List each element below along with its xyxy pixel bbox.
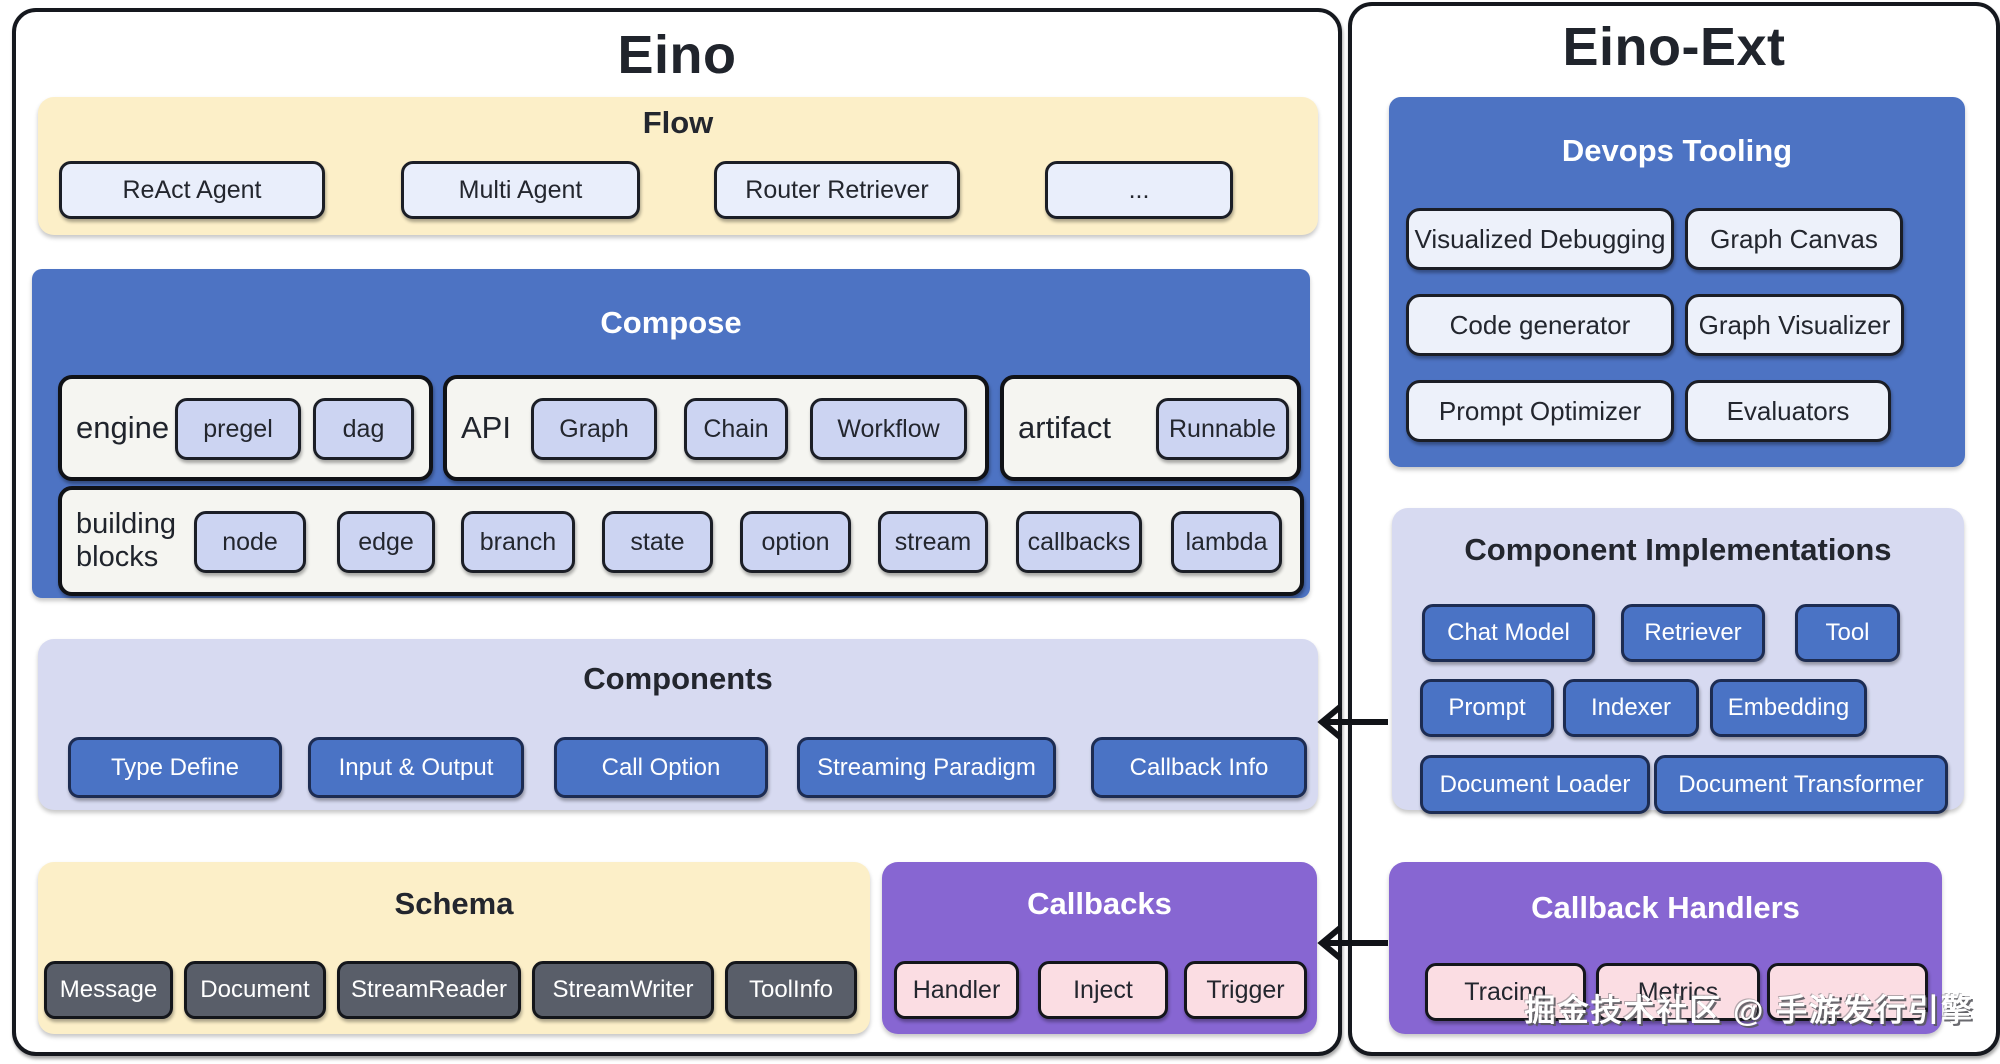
component-implementations-section: Component Implementations Chat Model Ret… xyxy=(1392,508,1964,814)
api-label: API xyxy=(461,410,511,446)
callbacks-chip-inject: Inject xyxy=(1038,961,1168,1019)
schema-chip-streamwriter: StreamWriter xyxy=(532,961,714,1019)
schema-chip-toolinfo: ToolInfo xyxy=(725,961,857,1019)
components-chip-streaming-paradigm: Streaming Paradigm xyxy=(797,737,1056,798)
artifact-box: artifact Runnable xyxy=(1000,375,1301,481)
arrow-left-callbacks-icon xyxy=(1317,925,1388,961)
artifact-chip-runnable: Runnable xyxy=(1156,398,1289,460)
callbacks-chip-trigger: Trigger xyxy=(1184,961,1307,1019)
ch-chip-metrics: Metrics xyxy=(1596,963,1760,1021)
ci-chip-retriever: Retriever xyxy=(1621,604,1765,662)
artifact-label: artifact xyxy=(1018,410,1112,446)
api-box: API Graph Chain Workflow xyxy=(443,375,989,481)
devops-chip-graph-visualizer: Graph Visualizer xyxy=(1685,294,1904,356)
api-chip-graph: Graph xyxy=(531,398,657,460)
schema-chip-message: Message xyxy=(44,961,173,1019)
ch-chip-tracing: Tracing xyxy=(1425,963,1586,1021)
engine-label: engine xyxy=(76,410,170,446)
devops-chip-evaluators: Evaluators xyxy=(1685,380,1891,442)
watermark-text: 掘金技术社区 @ 手游发行引擎 xyxy=(1524,993,1974,1028)
schema-chip-document: Document xyxy=(184,961,326,1019)
devops-chip-graph-canvas: Graph Canvas xyxy=(1685,208,1903,270)
components-chip-call-option: Call Option xyxy=(554,737,768,798)
flow-title: Flow xyxy=(642,105,714,140)
eino-ext-panel-title: Eino-Ext xyxy=(1562,17,1786,77)
ci-chip-prompt: Prompt xyxy=(1420,679,1554,737)
devops-chip-visualized-debugging: Visualized Debugging xyxy=(1406,208,1674,270)
ci-chip-document-loader: Document Loader xyxy=(1420,755,1650,814)
eino-panel: Eino Flow ReAct Agent Multi Agent Router… xyxy=(12,8,1342,1056)
bb-chip-callbacks: callbacks xyxy=(1016,511,1142,573)
ci-chip-tool: Tool xyxy=(1795,604,1900,662)
eino-panel-title: Eino xyxy=(617,25,737,85)
components-chip-input-output: Input & Output xyxy=(308,737,524,798)
flow-chip-react-agent: ReAct Agent xyxy=(59,161,325,219)
callbacks-chip-handler: Handler xyxy=(894,961,1019,1019)
building-blocks-label: building blocks xyxy=(76,507,176,573)
engine-chip-dag: dag xyxy=(313,398,414,460)
ci-chip-document-transformer: Document Transformer xyxy=(1654,755,1948,814)
flow-section: Flow ReAct Agent Multi Agent Router Retr… xyxy=(38,97,1318,235)
devops-tooling-section: Devops Tooling Visualized Debugging Grap… xyxy=(1389,97,1965,467)
schema-chip-streamreader: StreamReader xyxy=(337,961,521,1019)
component-implementations-title: Component Implementations xyxy=(1464,532,1892,567)
callbacks-section: Callbacks Handler Inject Trigger xyxy=(882,862,1317,1034)
bb-chip-state: state xyxy=(602,511,713,573)
bb-chip-node: node xyxy=(194,511,306,573)
bb-chip-branch: branch xyxy=(461,511,575,573)
flow-chip-ellipsis: ... xyxy=(1045,161,1233,219)
callbacks-title: Callbacks xyxy=(1027,886,1172,921)
api-chip-workflow: Workflow xyxy=(810,398,967,460)
building-blocks-box: building blocks node edge branch state o… xyxy=(58,486,1304,596)
devops-chip-code-generator: Code generator xyxy=(1406,294,1674,356)
ch-chip-ellipsis: ... xyxy=(1767,963,1928,1021)
api-chip-chain: Chain xyxy=(684,398,788,460)
compose-section: Compose engine pregel dag API Graph Chai… xyxy=(32,269,1310,598)
compose-title: Compose xyxy=(600,305,742,340)
bb-chip-edge: edge xyxy=(337,511,435,573)
components-chip-callback-info: Callback Info xyxy=(1091,737,1307,798)
bb-chip-stream: stream xyxy=(878,511,988,573)
schema-section: Schema Message Document StreamReader Str… xyxy=(38,862,870,1034)
engine-chip-pregel: pregel xyxy=(175,398,301,460)
engine-box: engine pregel dag xyxy=(58,375,433,481)
components-title: Components xyxy=(583,661,773,696)
bb-chip-lambda: lambda xyxy=(1171,511,1282,573)
devops-chip-prompt-optimizer: Prompt Optimizer xyxy=(1406,380,1674,442)
bb-chip-option: option xyxy=(740,511,851,573)
ci-chip-indexer: Indexer xyxy=(1563,679,1699,737)
eino-ext-panel: Eino-Ext Devops Tooling Visualized Debug… xyxy=(1348,2,2000,1056)
schema-title: Schema xyxy=(394,886,514,921)
callback-handlers-title: Callback Handlers xyxy=(1531,890,1800,925)
devops-tooling-title: Devops Tooling xyxy=(1561,133,1793,168)
ci-chip-embedding: Embedding xyxy=(1710,679,1867,737)
flow-chip-multi-agent: Multi Agent xyxy=(401,161,640,219)
ci-chip-chat-model: Chat Model xyxy=(1422,604,1595,662)
callback-handlers-section: Callback Handlers Tracing Metrics ... xyxy=(1389,862,1942,1034)
components-section: Components Type Define Input & Output Ca… xyxy=(38,639,1318,810)
flow-chip-router-retriever: Router Retriever xyxy=(714,161,960,219)
components-chip-type-define: Type Define xyxy=(68,737,282,798)
arrow-left-components-icon xyxy=(1317,704,1388,740)
